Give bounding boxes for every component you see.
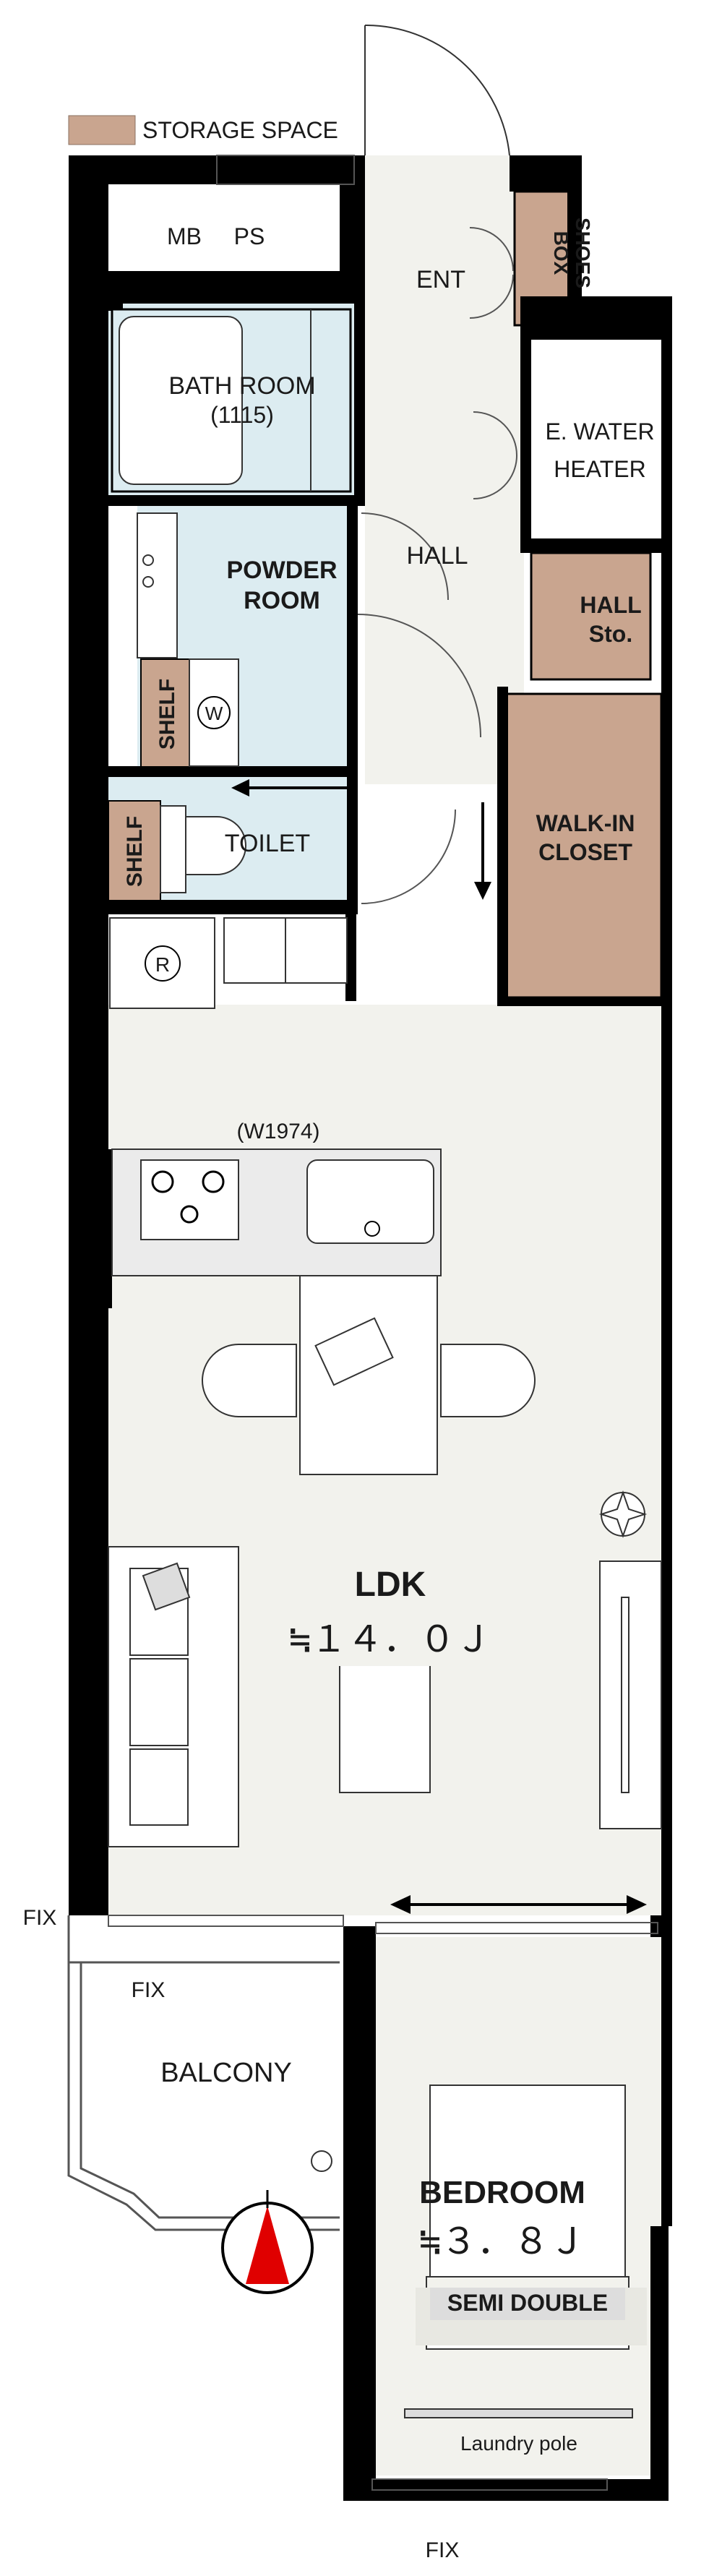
label-semi-double: SEMI DOUBLE bbox=[447, 2290, 608, 2316]
storage-legend-label: STORAGE SPACE bbox=[142, 117, 338, 143]
fridge-icon bbox=[145, 945, 181, 982]
kitchen-counter bbox=[111, 1149, 442, 1276]
label-fix-3: FIX bbox=[426, 2538, 460, 2562]
label-walkin-1: WALK-IN bbox=[536, 810, 635, 836]
label-laundry-pole: Laundry pole bbox=[460, 2432, 577, 2455]
washing-machine: W bbox=[189, 658, 239, 767]
label-shoes-box-2: BOX bbox=[550, 231, 572, 275]
toilet-bowl bbox=[160, 805, 246, 893]
label-ldk: LDK bbox=[355, 1566, 426, 1604]
label-powder-room-2: ROOM bbox=[244, 587, 320, 614]
label-powder-room-1: POWDER bbox=[227, 557, 338, 584]
label-fix-1: FIX bbox=[23, 1906, 57, 1930]
dining-table bbox=[202, 1275, 536, 1475]
label-bath-size: (1115) bbox=[210, 402, 274, 428]
storage-legend-swatch bbox=[68, 115, 136, 145]
laundry-pole bbox=[404, 2408, 633, 2418]
label-fix-2: FIX bbox=[132, 1978, 166, 2002]
washbasin bbox=[137, 512, 178, 658]
shelf-toilet bbox=[108, 800, 161, 903]
label-shoes-box-1: SHOES bbox=[572, 218, 594, 288]
refrigerator: R bbox=[109, 917, 348, 1009]
washer-icon bbox=[197, 696, 231, 729]
storage-areas bbox=[108, 190, 663, 999]
bathtub bbox=[111, 308, 352, 493]
hall-storage bbox=[530, 551, 652, 681]
drain-icon bbox=[311, 2150, 332, 2172]
label-mb: MB bbox=[167, 223, 202, 249]
shelf-powder bbox=[140, 658, 194, 768]
label-shelf-1: SHELF bbox=[155, 679, 179, 750]
label-walkin-2: CLOSET bbox=[538, 839, 632, 865]
label-ps: PS bbox=[234, 223, 265, 249]
label-ldk-area: ≒１４．０Ｊ bbox=[289, 1618, 491, 1660]
tv-board bbox=[599, 1560, 662, 1829]
label-water-heater-2: HEATER bbox=[554, 456, 645, 482]
walls bbox=[69, 155, 672, 2501]
label-bath-room: BATH ROOM bbox=[168, 372, 315, 400]
sofa bbox=[108, 1546, 239, 1847]
north-arrow-icon bbox=[221, 2190, 314, 2294]
walk-in-closet bbox=[504, 692, 663, 999]
fix-windows bbox=[108, 155, 608, 2491]
svg-text:W: W bbox=[205, 703, 223, 724]
balcony-railing bbox=[67, 1915, 340, 2231]
label-ent: ENT bbox=[416, 266, 465, 293]
label-shelf-2: SHELF bbox=[123, 816, 147, 887]
label-hall: HALL bbox=[406, 542, 468, 570]
label-water-heater-1: E. WATER bbox=[545, 418, 654, 445]
entrance-door bbox=[364, 24, 510, 156]
plant-icon bbox=[598, 1490, 648, 1539]
label-bedroom-area: ≒３．８Ｊ bbox=[419, 2220, 585, 2262]
label-balcony: BALCONY bbox=[160, 2058, 292, 2088]
sliding-door-arrow bbox=[375, 1895, 658, 1934]
label-bedroom: BEDROOM bbox=[419, 2175, 585, 2210]
label-toilet: TOILET bbox=[225, 830, 310, 857]
label-hall-sto-1: HALL bbox=[580, 592, 641, 618]
label-hall-sto-2: Sto. bbox=[589, 621, 632, 647]
svg-text:R: R bbox=[155, 953, 170, 976]
label-kitchen-width: (W1974) bbox=[236, 1120, 319, 1143]
